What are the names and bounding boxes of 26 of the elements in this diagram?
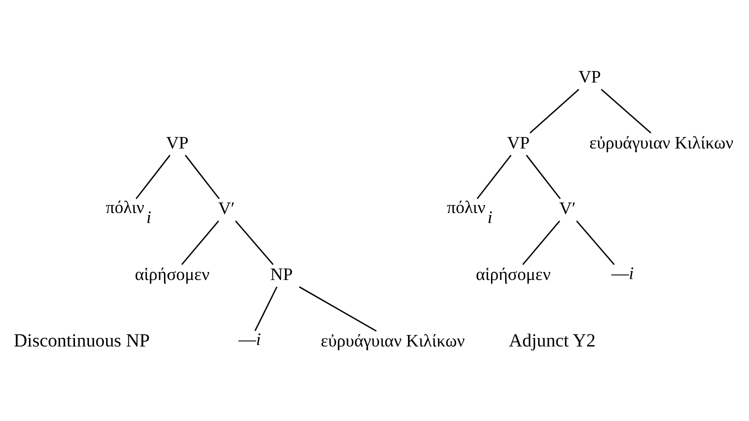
label: Discontinuous NP xyxy=(14,330,150,352)
node-text: εὐρυάγυιαν Κιλίκων xyxy=(320,330,465,350)
node-text: V′ xyxy=(559,198,576,218)
node-text: VP xyxy=(166,132,189,152)
connector xyxy=(522,220,560,265)
connector xyxy=(526,154,561,200)
connector xyxy=(136,154,170,200)
connector xyxy=(184,154,220,200)
connector xyxy=(530,88,580,134)
connector xyxy=(181,220,220,265)
node-text: VP xyxy=(578,66,601,87)
connector xyxy=(476,154,512,200)
node-text: αἱρήσομεν xyxy=(476,264,551,284)
node-text: —i xyxy=(611,262,634,283)
node-text: αἱρήσομεν xyxy=(134,264,210,284)
node-text: —i xyxy=(238,329,261,350)
node-text: V′ xyxy=(218,198,235,218)
node-text: VP xyxy=(507,132,530,152)
connector xyxy=(576,220,615,265)
node-text: εὐρυάγυιαν Κιλίκων xyxy=(589,132,734,152)
node-text: NP xyxy=(270,264,293,284)
label: Adjunct Y2 xyxy=(508,330,596,352)
connector xyxy=(235,220,274,265)
connector xyxy=(298,286,377,332)
connector xyxy=(600,88,652,134)
connector xyxy=(254,286,278,332)
